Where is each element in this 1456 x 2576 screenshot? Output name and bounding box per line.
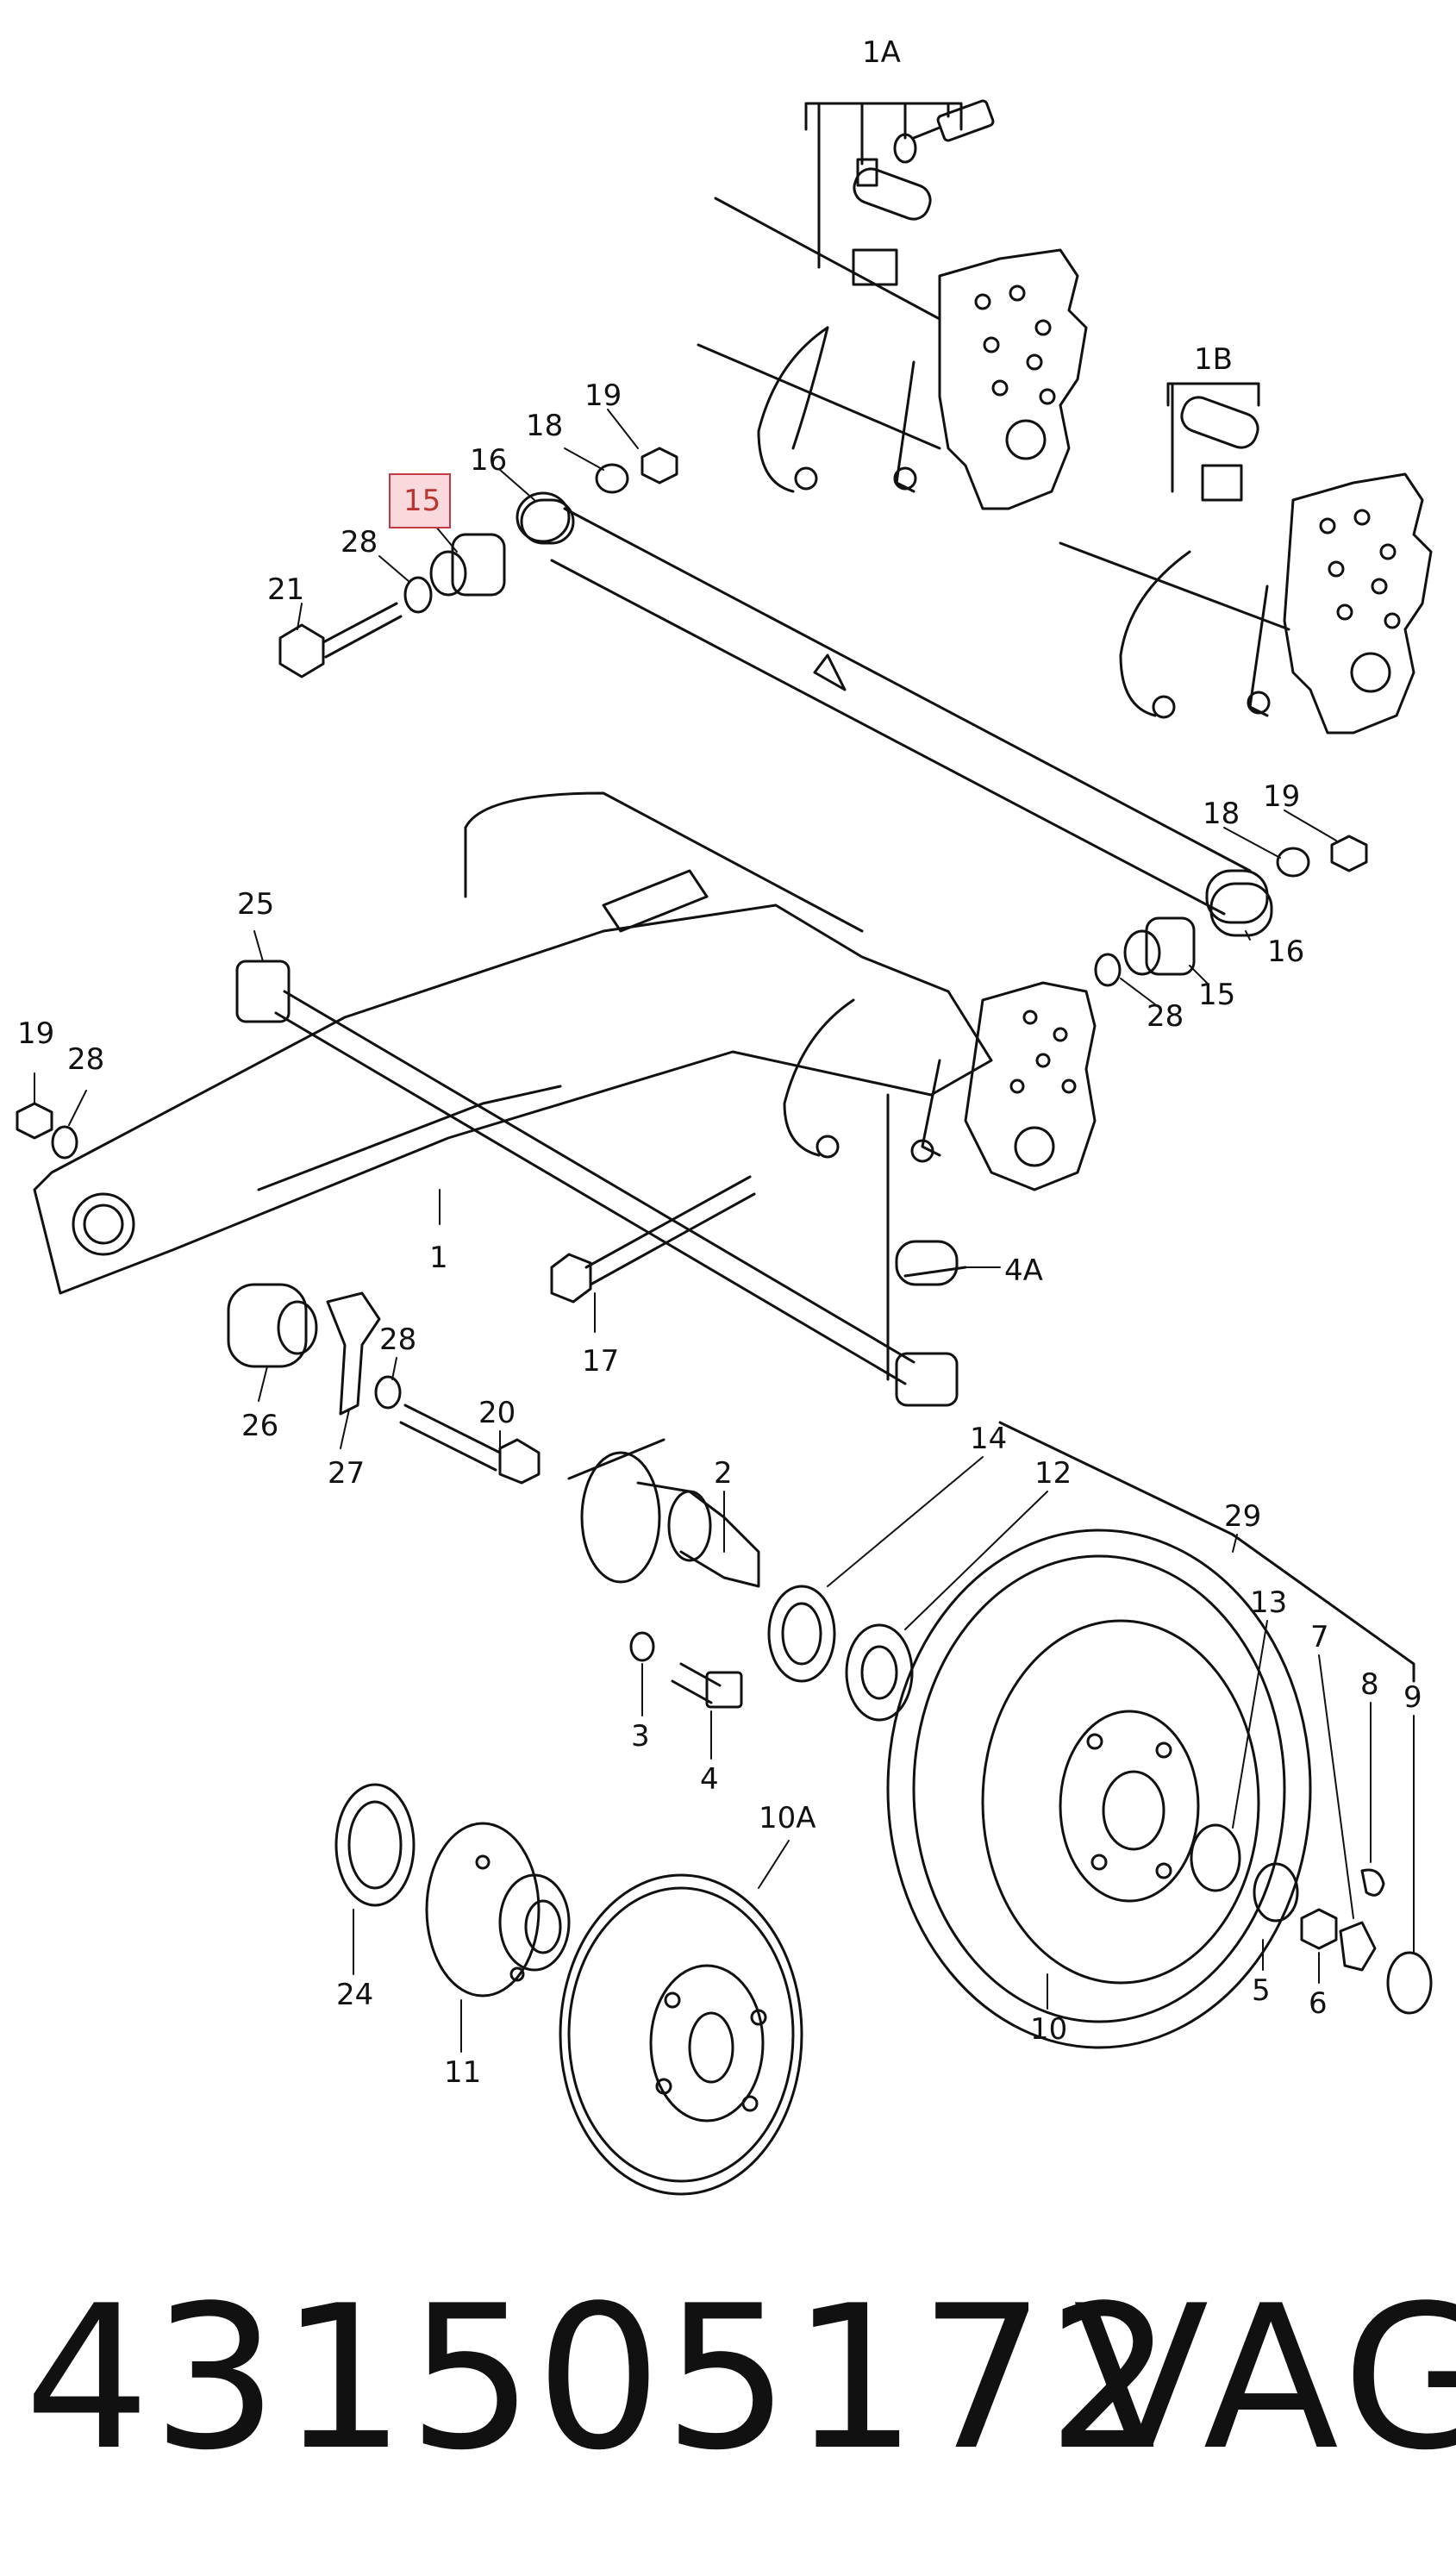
nut-19-top xyxy=(641,447,678,485)
bolt-21 xyxy=(278,602,403,678)
bearing-13 xyxy=(1190,1823,1241,1892)
label-19-top: 19 xyxy=(584,378,622,413)
highlight-box-15 xyxy=(389,473,451,528)
washer-3 xyxy=(629,1631,655,1662)
seal-24 xyxy=(334,1783,416,1907)
stabilizer-bar xyxy=(520,498,1269,924)
label-15-top: 15 xyxy=(403,484,441,518)
bracket-1a xyxy=(697,99,1088,510)
label-5: 5 xyxy=(1252,1973,1271,2008)
label-20: 20 xyxy=(478,1396,516,1430)
leader-lines xyxy=(34,409,1415,2053)
brand-name: VAG xyxy=(1073,2264,1456,2494)
label-17: 17 xyxy=(582,1344,619,1379)
label-28-top: 28 xyxy=(341,525,378,560)
nut-19-left xyxy=(16,1102,53,1140)
label-19-left: 19 xyxy=(17,1016,54,1051)
washer-28-right xyxy=(1094,953,1122,987)
label-3: 3 xyxy=(631,1719,650,1754)
label-18-right: 18 xyxy=(1203,797,1240,831)
part-number: 431505172 xyxy=(24,2264,1175,2494)
label-27: 27 xyxy=(328,1456,365,1491)
label-10a: 10A xyxy=(759,1801,816,1835)
tie-rod-25 xyxy=(235,960,959,1407)
axle-beam-1 xyxy=(33,791,1097,1381)
label-28-right: 28 xyxy=(1147,999,1184,1034)
bearing-12 xyxy=(845,1623,914,1722)
stub-axle-2 xyxy=(567,1438,760,1588)
bracket-29 xyxy=(998,1421,1415,1683)
bushing-15-top xyxy=(429,533,506,597)
washer-28-left xyxy=(51,1125,78,1160)
bolt-20 xyxy=(399,1404,541,1485)
label-26: 26 xyxy=(241,1409,278,1443)
label-19-right: 19 xyxy=(1263,779,1300,814)
label-1a: 1A xyxy=(862,35,901,70)
label-4: 4 xyxy=(700,1762,719,1797)
label-21: 21 xyxy=(267,572,304,607)
washer-18-top xyxy=(595,463,629,494)
washer-18-right xyxy=(1276,847,1310,878)
label-25: 25 xyxy=(237,887,274,922)
label-10: 10 xyxy=(1030,2012,1067,2047)
hub-11 xyxy=(425,1822,571,1998)
bushing-15-right xyxy=(1123,916,1196,976)
bracket-1b xyxy=(1059,382,1433,735)
label-18-top: 18 xyxy=(526,409,563,443)
bracket-27 xyxy=(326,1291,381,1416)
washer-5 xyxy=(1253,1862,1299,1923)
label-16-top: 16 xyxy=(470,443,507,478)
label-11: 11 xyxy=(444,2055,481,2090)
nut-19-right xyxy=(1330,835,1368,872)
cotter-pin-8 xyxy=(1360,1868,1385,1897)
brake-drum-10 xyxy=(886,1529,1312,2049)
label-4a: 4A xyxy=(1004,1254,1043,1288)
lock-ring-7 xyxy=(1339,1921,1377,1972)
cap-9 xyxy=(1386,1951,1433,2015)
bushing-16-top xyxy=(516,491,571,543)
bushing-4a xyxy=(895,1240,959,1286)
label-16-right: 16 xyxy=(1267,935,1304,969)
callout-labels: 1A 1B 19 18 16 15 28 21 25 19 28 1 17 4A… xyxy=(17,35,1422,2090)
label-14: 14 xyxy=(970,1422,1007,1456)
bolt-4 xyxy=(671,1662,743,1709)
bushing-16-right xyxy=(1209,882,1273,937)
bushing-26 xyxy=(227,1283,318,1368)
label-24: 24 xyxy=(336,1978,373,2012)
label-15-right: 15 xyxy=(1198,978,1235,1012)
label-7: 7 xyxy=(1310,1620,1329,1654)
label-28-left: 28 xyxy=(67,1042,104,1077)
washer-28-lower xyxy=(374,1375,402,1410)
seal-14 xyxy=(767,1585,836,1683)
label-13: 13 xyxy=(1250,1585,1287,1620)
label-8: 8 xyxy=(1360,1667,1379,1702)
label-12: 12 xyxy=(1034,1456,1072,1491)
label-1: 1 xyxy=(429,1241,448,1275)
bolt-17 xyxy=(550,1175,756,1304)
label-6: 6 xyxy=(1309,1986,1328,2021)
footer: 431505172 VAG xyxy=(0,2224,1456,2535)
label-29: 29 xyxy=(1224,1499,1261,1534)
label-2: 2 xyxy=(714,1456,733,1491)
washer-28-top xyxy=(403,576,433,614)
label-28-lower: 28 xyxy=(379,1322,416,1357)
nut-6 xyxy=(1300,1908,1338,1950)
label-9: 9 xyxy=(1403,1680,1422,1715)
brake-disc-10a xyxy=(559,1873,803,2196)
label-1b: 1B xyxy=(1194,342,1233,377)
